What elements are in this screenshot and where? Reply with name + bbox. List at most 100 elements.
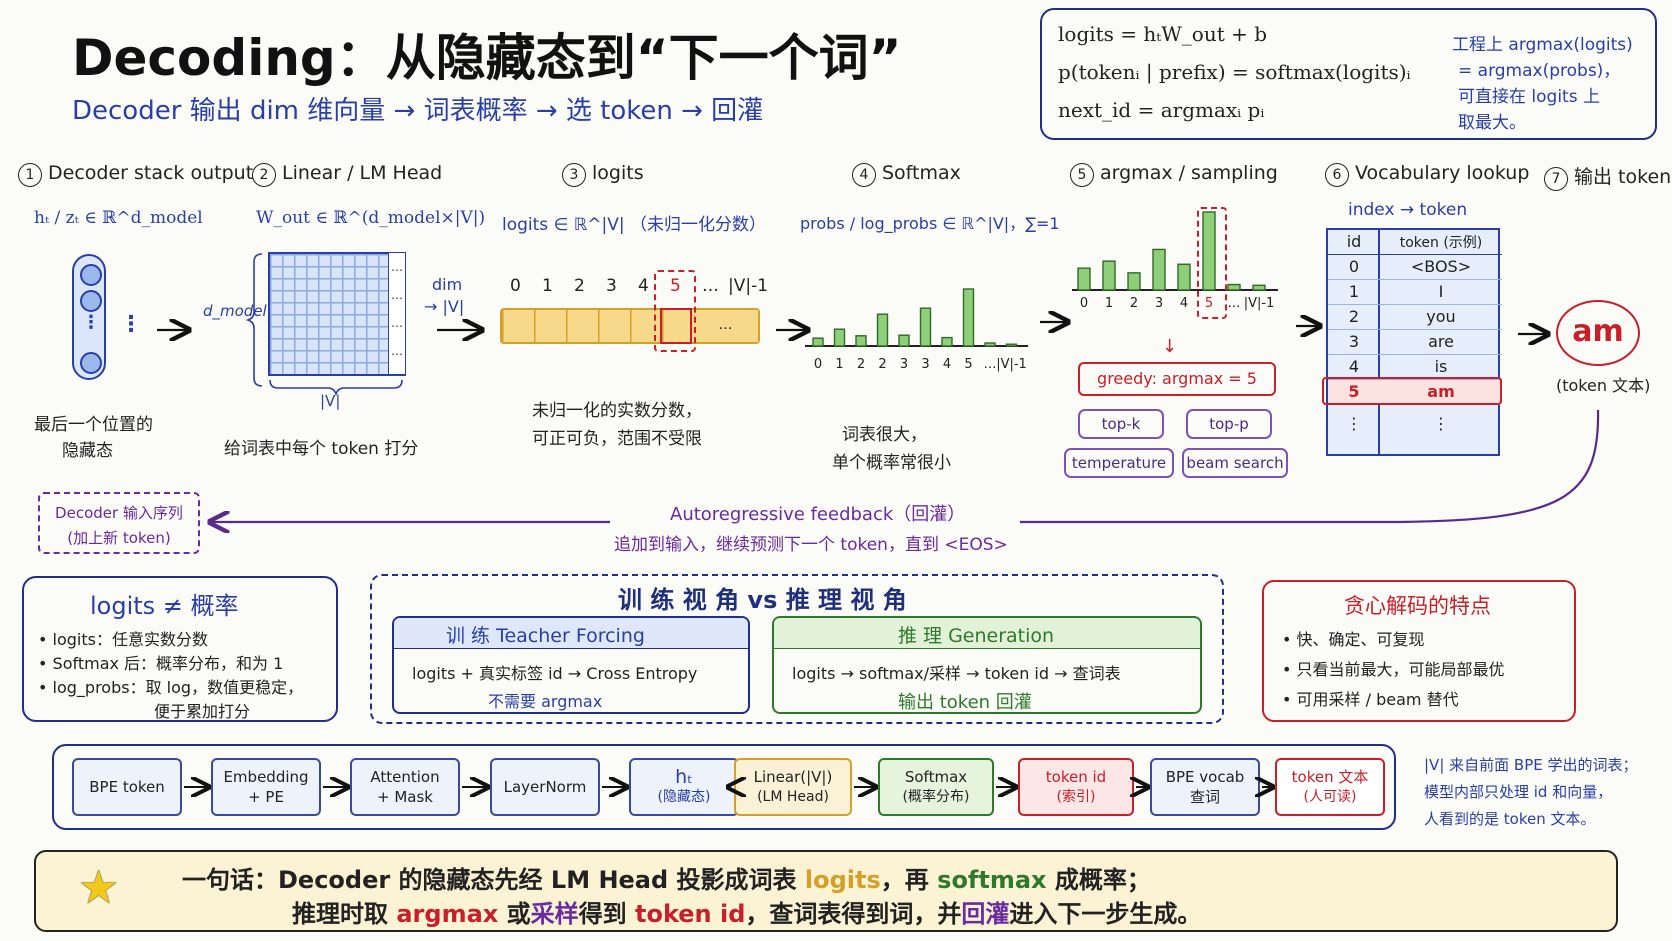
vector-side-dots: ⋮ <box>120 312 142 337</box>
formula-note-3: 可直接在 logits 上 <box>1458 87 1600 107</box>
pipeline-token-id: token id (索引) <box>1018 758 1134 816</box>
chart-bar <box>898 334 910 347</box>
logit-index: 1 <box>542 276 553 296</box>
pipeline-panel <box>52 744 1396 830</box>
summary-line-1: 一句话：Decoder 的隐藏态先经 LM Head 投影成词表 logits，… <box>182 860 1151 895</box>
vocab-col-id: id <box>1346 232 1362 251</box>
pipeline-sublabel: 查词 <box>1189 788 1220 806</box>
pipeline-lm-head: Linear(|V|)(LM Head) <box>734 758 852 816</box>
brace-vocab <box>269 379 403 397</box>
pipeline-softmax: Softmax(概率分布) <box>878 758 994 816</box>
logit-index-selected: 5 <box>670 276 681 296</box>
train-vs-infer-panel: 训 练 视 角 vs 推 理 视 角 训 练 Teacher Forcing l… <box>370 574 1224 724</box>
chart-tick-label: 4 <box>1180 296 1188 311</box>
chart-bar <box>812 337 824 347</box>
feedback-title: Autoregressive feedback（回灌） <box>670 504 966 525</box>
inference-box: 推 理 Generation logits → softmax/采样 → tok… <box>772 616 1202 714</box>
feedback-curve <box>1020 409 1600 524</box>
matrix-ellipsis: … <box>391 260 403 274</box>
chart-tick-label: 1 <box>1105 296 1113 311</box>
pipeline-note-1: |V| 来自前面 BPE 学出的词表； <box>1424 756 1638 774</box>
chart-tick-label: 2 <box>857 357 865 372</box>
vocab-row-id: 5 <box>1348 382 1360 401</box>
chart-tick-label: 2 <box>1130 296 1138 311</box>
d-model-label: d_model <box>203 302 267 320</box>
star-icon: ★ <box>78 860 120 914</box>
vocab-size-label: |V| <box>320 392 341 410</box>
vector-cell <box>80 290 102 312</box>
chart-bar <box>1252 284 1266 291</box>
vocab-row: ⋮⋮ <box>1328 412 1502 436</box>
pipeline-sublabel: (隐藏态) <box>657 789 711 805</box>
formula-next-id: next_id = argmaxᵢ pᵢ <box>1058 98 1265 122</box>
vocab-selected-outline <box>1322 377 1502 405</box>
logits-panel-item-text: log_probs：取 log，数值更稳定， <box>52 678 304 697</box>
vocab-row-token: <BOS> <box>1410 257 1472 276</box>
hidden-state-caption-2: 隐藏态 <box>62 441 113 461</box>
pipeline-token-text: token 文本(人可读) <box>1275 758 1385 816</box>
inference-header <box>774 618 1200 649</box>
logits-panel-item-cont: 便于累加打分 <box>154 702 251 721</box>
logits-caption-2: 可正可负，范围不受限 <box>532 429 702 449</box>
pipeline-sublabel: (索引) <box>1056 789 1096 805</box>
summary-keyword-sampling: 采样 <box>530 900 579 928</box>
summary-keyword-logits: logits <box>804 866 881 894</box>
chart-tick-label: 5 <box>964 357 972 372</box>
pipeline-sublabel: (概率分布) <box>902 789 970 805</box>
training-line-1: logits + 真实标签 id → Cross Entropy <box>412 664 698 683</box>
chart-bar <box>1177 263 1191 291</box>
decoder-input-line-2: (加上新 token) <box>67 529 171 547</box>
pipeline-hidden-state: hₜ(隐藏态) <box>629 758 739 816</box>
dim-to-vocab-label: → |V| <box>424 297 465 316</box>
logit-index: … <box>702 276 719 296</box>
step-7-number: 7 <box>1544 167 1568 191</box>
vocab-row-token: are <box>1428 332 1454 351</box>
logits-panel-title: logits ≠ 概率 <box>90 592 239 620</box>
greedy-panel-item: • 快、确定、可复现 <box>1282 630 1425 649</box>
formula-logits: logits = hₜW_out + b <box>1058 22 1268 46</box>
step-3-number: 3 <box>562 163 586 187</box>
summary-text: ，再 <box>880 866 938 894</box>
chart-bar <box>855 335 867 347</box>
greedy-panel-item: • 只看当前最大，可能局部最优 <box>1282 660 1505 679</box>
chart-bar <box>1227 283 1241 291</box>
logit-index: |V|-1 <box>728 276 769 296</box>
formula-note-1: 工程上 argmax(logits) <box>1452 35 1633 55</box>
summary-text: ，查词表得到词，并 <box>745 900 962 928</box>
decoder-input-line-1: Decoder 输入序列 <box>55 504 183 522</box>
chart-bar <box>962 288 975 347</box>
option-top-k: top-k <box>1078 409 1164 439</box>
summary-text: 推理时取 <box>292 900 397 928</box>
vocab-row: 0<BOS> <box>1328 255 1502 280</box>
lm-head-formula: W_out ∈ ℝ^(d_model×|V|) <box>256 208 486 228</box>
pipeline-label: token id <box>1045 768 1107 786</box>
greedy-panel-title: 贪心解码的特点 <box>1344 594 1491 618</box>
pipeline-sublabel: (LM Head) <box>757 789 829 805</box>
chart-tick-label: … <box>1228 296 1241 311</box>
summary-box: ★ 一句话：Decoder 的隐藏态先经 LM Head 投影成词表 logit… <box>34 850 1618 932</box>
pipeline-layernorm: LayerNorm <box>490 758 600 816</box>
logit-index: 0 <box>510 276 521 296</box>
logits-panel-item: • logits：任意实数分数 <box>38 630 208 649</box>
vocab-row-id: ⋮ <box>1346 414 1362 433</box>
logit-selected-cell <box>660 308 692 344</box>
pipeline-label: LayerNorm <box>503 778 587 796</box>
step-4-number: 4 <box>852 163 876 187</box>
summary-text: 进入下一步生成。 <box>1009 900 1202 928</box>
chart-tick-label: … <box>984 357 997 372</box>
summary-line-2: 推理时取 argmax 或采样得到 token id，查词表得到词，并回灌进入下… <box>292 894 1201 929</box>
formula-note-2: = argmax(probs)， <box>1458 61 1621 81</box>
step-6-label: Vocabulary lookup <box>1355 162 1530 184</box>
chart-bar <box>941 336 953 347</box>
training-box: 训 练 Teacher Forcing logits + 真实标签 id → C… <box>392 616 750 714</box>
pipeline-label: Attention <box>370 768 440 786</box>
